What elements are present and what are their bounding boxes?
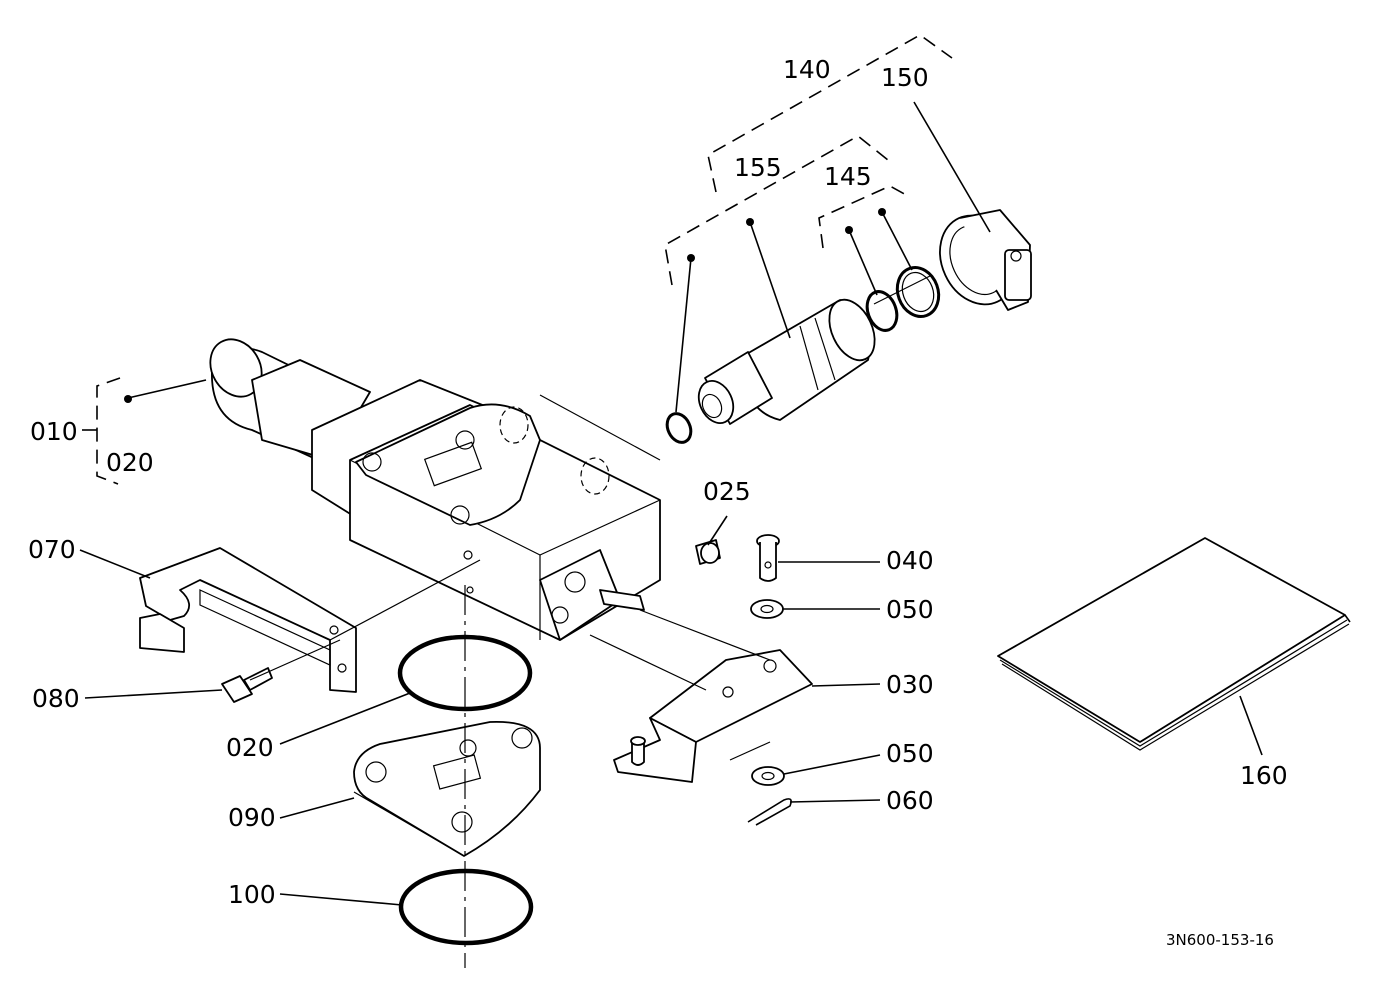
callout-160: 160 (1240, 761, 1288, 790)
leader-060 (789, 799, 881, 803)
washer-050-upper (750, 599, 784, 619)
callout-060: 060 (886, 786, 934, 815)
leader-dot-145-b (878, 208, 886, 216)
leader-dot-155 (746, 218, 754, 226)
drawing-number: 3N600-153-16 (1166, 931, 1274, 949)
leader-100 (279, 893, 403, 906)
leader-030 (811, 683, 881, 687)
leader-025 (707, 515, 728, 546)
washer-050-lower (751, 766, 785, 786)
callout-020-lower: 020 (226, 733, 274, 762)
callout-020-upper: 020 (106, 448, 154, 477)
leader-145-a (848, 229, 878, 296)
o-ring-155 (665, 412, 693, 444)
leader-090 (279, 797, 355, 819)
link-plate-030 (613, 649, 813, 783)
callout-050-lower: 050 (886, 739, 934, 768)
axis-bracket (329, 559, 481, 641)
axis-bolt (249, 639, 341, 681)
axis-link (589, 634, 707, 691)
callout-030: 030 (886, 670, 934, 699)
callout-140: 140 (783, 55, 831, 84)
plate-090 (353, 721, 541, 857)
callout-050-upper: 050 (886, 595, 934, 624)
leader-155-oring (675, 257, 692, 413)
clamp-band (939, 209, 1032, 311)
leader-dot-010 (124, 395, 132, 403)
leader-lines (79, 101, 1263, 906)
callout-155: 155 (734, 153, 782, 182)
assembly-bracket-010 (82, 377, 121, 485)
callout-150: 150 (881, 63, 929, 92)
callout-025: 025 (703, 477, 751, 506)
callout-145: 145 (824, 162, 872, 191)
assembly-bracket-145 (818, 185, 909, 249)
leader-070 (79, 549, 151, 579)
leader-155 (749, 221, 791, 339)
leader-080 (84, 689, 223, 699)
callout-010: 010 (30, 417, 78, 446)
o-ring-100 (398, 868, 534, 946)
callout-080: 080 (32, 684, 80, 713)
leader-dot-155-oring (687, 254, 695, 262)
split-pin-060 (747, 798, 792, 826)
axis-upper (539, 394, 661, 461)
axis-cartridge (873, 275, 931, 305)
axis-pin (639, 609, 771, 661)
bracket-070 (139, 547, 357, 693)
leader-050-lower (783, 754, 881, 775)
manual-booklet (997, 537, 1351, 751)
o-ring-145-large (895, 266, 941, 318)
axis-link-lower (729, 741, 771, 761)
callout-070: 070 (28, 535, 76, 564)
callout-100: 100 (228, 880, 276, 909)
leader-010 (127, 379, 207, 399)
relief-valve-cartridge (697, 298, 876, 425)
callout-090: 090 (228, 803, 276, 832)
control-valve-body (209, 338, 661, 641)
callout-labels: 140 150 155 145 010 020 025 070 040 050 … (28, 55, 1288, 909)
leader-160 (1239, 695, 1263, 756)
assembly-bracket-140 (707, 34, 953, 193)
plug-025 (695, 539, 721, 565)
leader-020 (279, 692, 411, 745)
callout-040: 040 (886, 546, 934, 575)
leader-145-b (881, 211, 913, 271)
leader-150 (913, 101, 991, 233)
pin-040 (756, 534, 780, 582)
leader-dot-145-a (845, 226, 853, 234)
